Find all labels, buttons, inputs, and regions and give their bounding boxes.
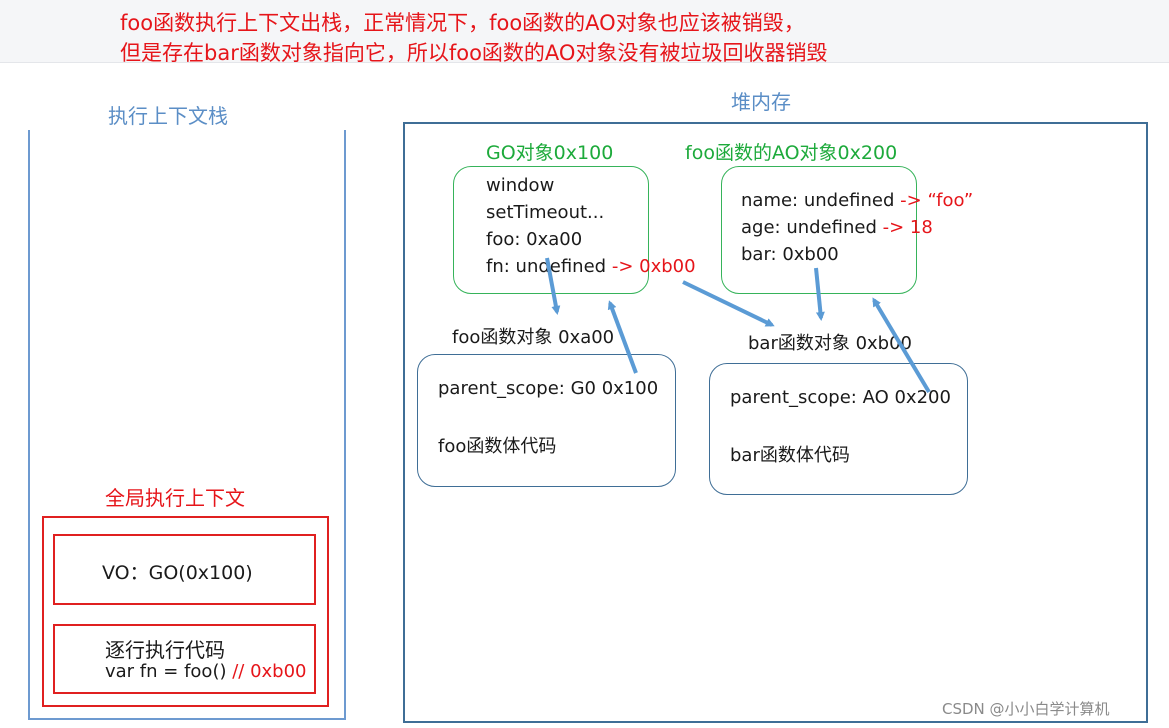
heap-title: 堆内存 — [731, 90, 791, 114]
ao-item-age: age: undefined -> 18 — [741, 217, 933, 238]
code-statement: var fn = foo() — [105, 661, 227, 682]
go-fn-label: fn: undefined — [486, 256, 607, 277]
stack-title: 执行上下文栈 — [108, 104, 228, 128]
go-item-settimeout: setTimeout... — [486, 202, 605, 223]
arrow-foo-to-fooobj — [545, 257, 561, 315]
go-object — [453, 166, 649, 294]
ao-age-label: age: undefined — [741, 217, 877, 238]
ao-title: foo函数的AO对象0x200 — [685, 142, 898, 164]
go-item-window: window — [486, 175, 555, 196]
execution-stack — [28, 130, 346, 720]
code-box — [53, 624, 316, 694]
bar-function-object — [709, 363, 968, 495]
go-fn-update: -> 0xb00 — [611, 256, 696, 277]
go-item-foo: foo: 0xa00 — [486, 229, 583, 250]
ao-item-name: name: undefined -> “foo” — [741, 190, 973, 211]
code-title: 逐行执行代码 — [105, 638, 225, 662]
arrow-barobj-scope-to-ao — [872, 297, 931, 394]
arrow-fn-to-barobj — [682, 280, 775, 327]
arrow-bar-to-barobj — [814, 267, 825, 321]
arrow-fooobj-scope-to-go — [607, 300, 638, 374]
ao-item-bar: bar: 0xb00 — [741, 244, 839, 265]
global-ctx-title: 全局执行上下文 — [105, 486, 245, 510]
go-title: GO对象0x100 — [486, 142, 614, 164]
top-band-divider — [0, 62, 1169, 63]
watermark: CSDN @小小白学计算机 — [942, 700, 1110, 718]
global-execution-context — [42, 516, 329, 707]
vo-label: VO：GO(0x100) — [102, 562, 253, 584]
bar-obj-scope: parent_scope: AO 0x200 — [730, 387, 951, 408]
bar-obj-body: bar函数体代码 — [730, 445, 850, 466]
header-line-1: foo函数执行上下文出栈，正常情况下，foo函数的AO对象也应该被销毁， — [120, 11, 805, 35]
code-line: var fn = foo() // 0xb00 — [105, 661, 307, 682]
go-item-fn: fn: undefined -> 0xb00 — [486, 256, 696, 277]
code-comment: // 0xb00 — [232, 661, 307, 682]
top-band — [0, 0, 1169, 62]
ao-name-label: name: undefined — [741, 190, 895, 211]
foo-function-object — [417, 354, 676, 487]
bar-obj-title: bar函数对象 0xb00 — [748, 333, 913, 354]
foo-obj-scope: parent_scope: G0 0x100 — [438, 378, 659, 399]
ao-age-update: -> 18 — [882, 217, 933, 238]
foo-obj-body: foo函数体代码 — [438, 436, 557, 457]
heap-memory — [403, 122, 1148, 723]
ao-name-update: -> “foo” — [900, 190, 974, 211]
vo-box — [53, 534, 316, 605]
foo-obj-title: foo函数对象 0xa00 — [452, 327, 615, 348]
header-line-2: 但是存在bar函数对象指向它，所以foo函数的AO对象没有被垃圾回收器销毁 — [120, 41, 828, 65]
